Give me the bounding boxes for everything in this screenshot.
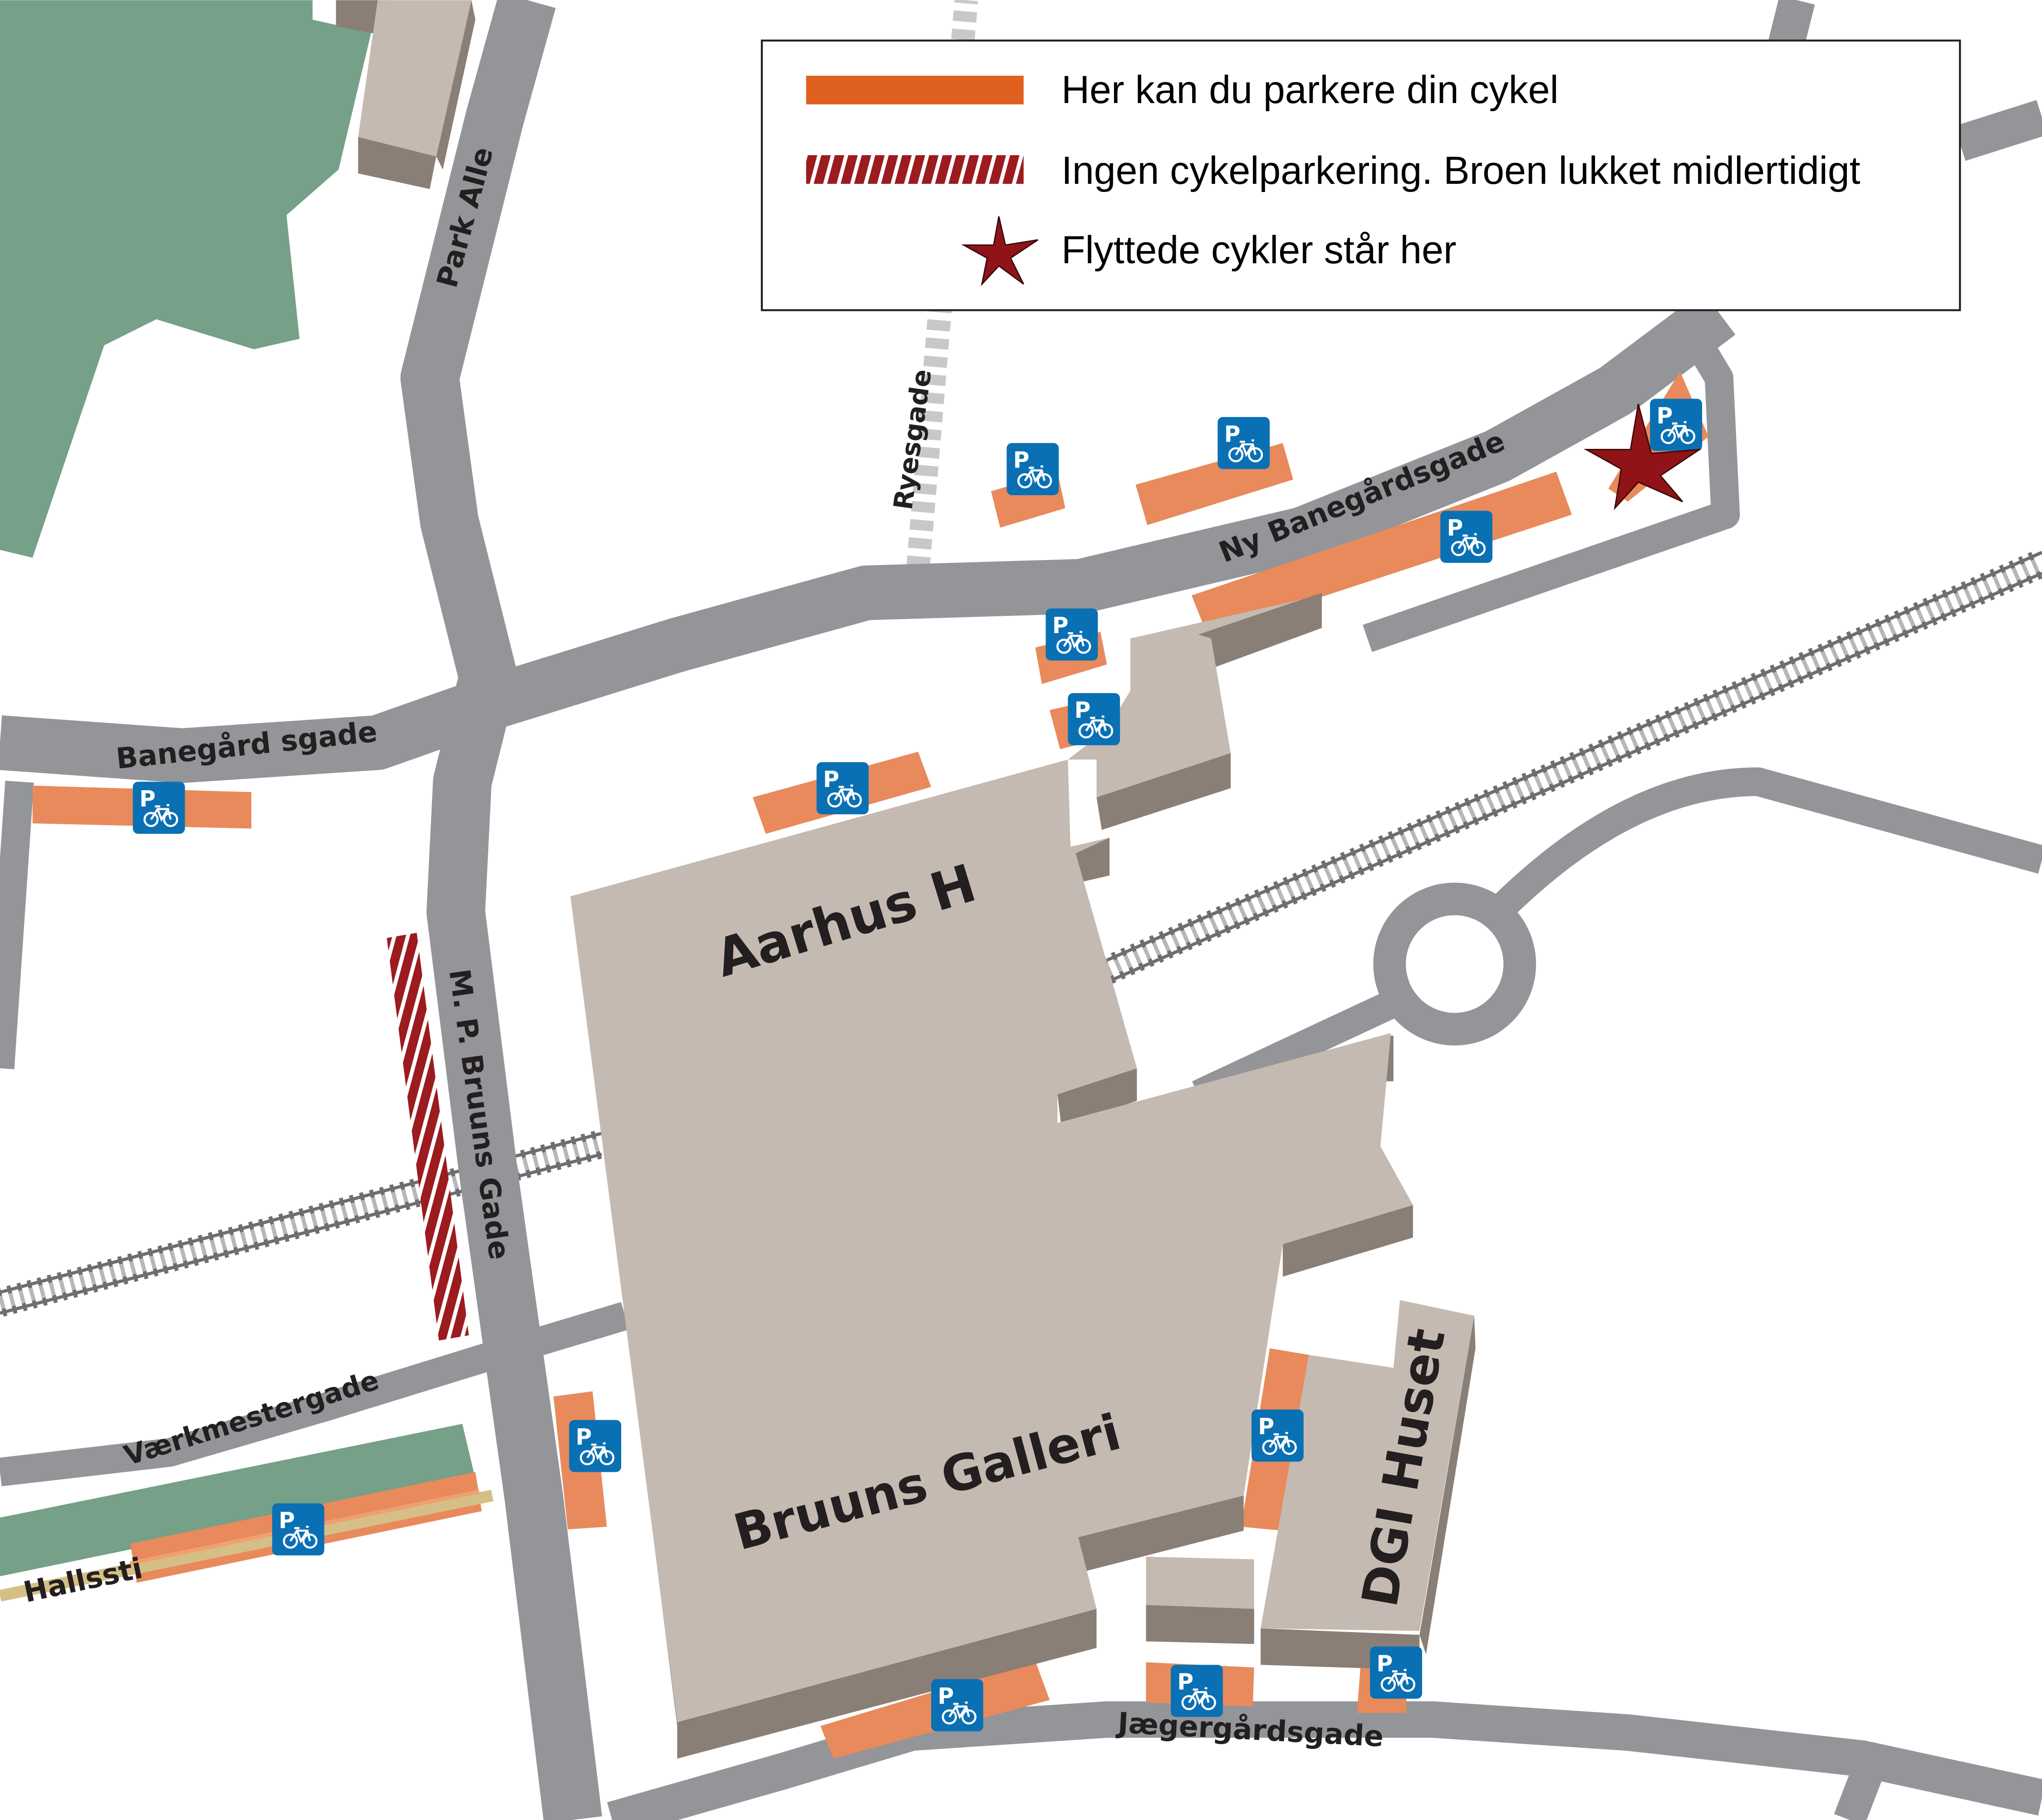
legend-closed-label: Ingen cykelparkering. Broen lukket midle… — [1061, 149, 1860, 192]
railway — [0, 550, 2042, 1317]
hallssti-path — [0, 1490, 494, 1602]
parking-letter: P — [1052, 613, 1069, 639]
bicycle-icon — [579, 1442, 615, 1466]
bicycle-icon — [1660, 421, 1696, 444]
legend-parking-swatch — [806, 75, 1024, 104]
parking-letter: P — [1258, 1414, 1274, 1440]
ryesgade-path — [906, 0, 978, 568]
park-strip-hallssti — [0, 1424, 476, 1576]
bicycle-icon — [942, 1702, 977, 1725]
bicycle-icon — [1056, 630, 1091, 654]
legend-parking-label: Her kan du parkere din cykel — [1061, 68, 1559, 112]
bicycle-icon — [143, 804, 178, 827]
buildings — [336, 0, 1476, 1759]
bike-parking-sign-icon: P — [1440, 511, 1492, 563]
bicycle-icon — [1451, 533, 1486, 556]
parking-letter: P — [1376, 1651, 1393, 1677]
parking-letter: P — [938, 1683, 954, 1709]
bicycle-icon — [1078, 715, 1114, 739]
moved-bikes-star-icon[interactable] — [1583, 403, 1702, 511]
bike-parking-sign-icon: P — [1650, 398, 1702, 451]
bike-parking-sign-icon: P — [1217, 417, 1270, 469]
parking-letter: P — [1177, 1669, 1193, 1695]
dgi-huset-building — [1261, 1300, 1474, 1631]
bike-parking-sign-icon: P — [569, 1420, 621, 1472]
closed-parking-zone — [387, 933, 469, 1341]
legend-star-icon — [961, 216, 1039, 286]
bike-parking-sign-icon: P — [1251, 1409, 1304, 1462]
parking-letter: P — [823, 767, 839, 792]
bicycle-icon — [283, 1525, 318, 1549]
bike-parking-sign-icon: P — [1006, 443, 1059, 495]
parking-signs: P P P P P P P — [133, 398, 1702, 1731]
bicycle-icon — [1017, 465, 1052, 489]
parking-letter: P — [279, 1508, 295, 1534]
bike-parking-sign-icon: P — [133, 782, 185, 834]
parking-letter: P — [139, 786, 156, 812]
bicycle-icon — [1228, 439, 1263, 462]
bike-parking-sign-icon: P — [1068, 693, 1120, 745]
bicycle-icon — [1262, 1431, 1297, 1455]
bike-parking-sign-icon: P — [816, 762, 869, 815]
parking-letter: P — [575, 1424, 592, 1450]
roundabout — [1373, 882, 1536, 1046]
parking-letter: P — [1447, 515, 1463, 541]
parking-letter: P — [1013, 448, 1030, 473]
legend: Her kan du parkere din cykel Ingen cykel… — [761, 39, 1961, 311]
bike-parking-sign-icon: P — [1046, 608, 1098, 661]
legend-moved-label: Flyttede cykler står her — [1061, 228, 1457, 272]
bike-parking-sign-icon: P — [1171, 1665, 1223, 1717]
bicycle-icon — [1181, 1687, 1216, 1710]
bicycle-icon — [827, 784, 862, 808]
legend-closed-swatch — [806, 155, 1024, 184]
parking-letter: P — [1657, 403, 1673, 429]
bike-parking-sign-icon: P — [1370, 1646, 1422, 1699]
bicycle-icon — [1380, 1669, 1416, 1692]
parking-letter: P — [1075, 698, 1091, 723]
aarhus-h-building — [570, 593, 1413, 1722]
bike-parking-sign-icon: P — [931, 1679, 983, 1731]
parking-letter: P — [1224, 421, 1241, 447]
park-area — [0, 0, 371, 558]
bike-parking-sign-icon: P — [272, 1503, 324, 1556]
